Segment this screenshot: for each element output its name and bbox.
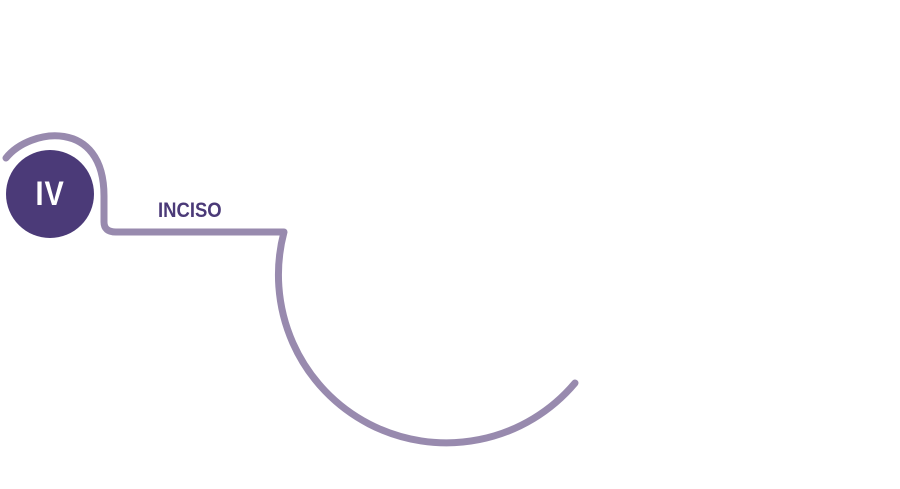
roman-numeral-badge: IV xyxy=(6,150,94,238)
connector-line xyxy=(2,132,579,447)
roman-numeral-text: IV xyxy=(35,174,65,213)
inciso-label: INCISO xyxy=(158,199,222,222)
